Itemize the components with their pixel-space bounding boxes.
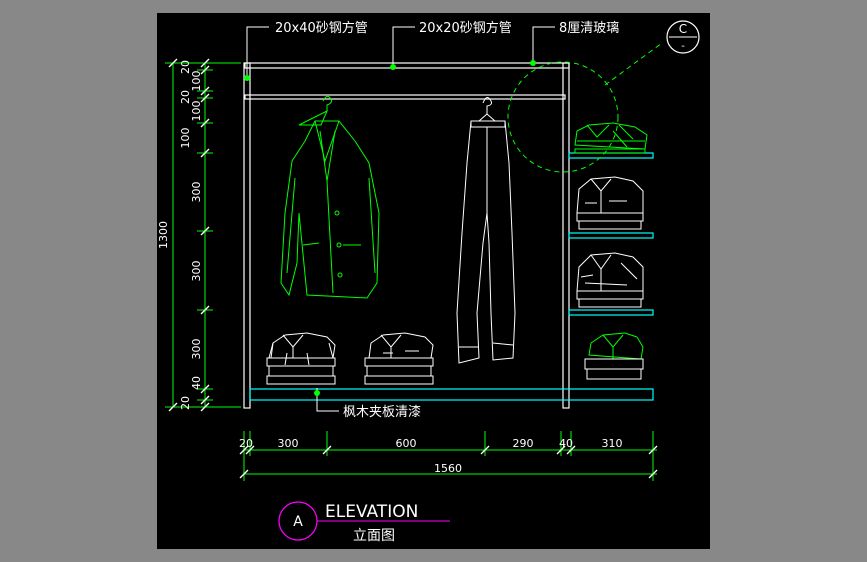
dim-v-7: 300	[190, 339, 203, 360]
dim-v-8: 40	[190, 376, 203, 390]
folded-stack-shelf-2	[576, 176, 644, 230]
dim-h-2: 600	[396, 437, 417, 450]
title-main: ELEVATION	[325, 502, 418, 522]
left-dimension-ticks	[168, 58, 210, 412]
dim-v-9: 20	[179, 396, 192, 410]
detail-callout-leader	[604, 42, 663, 86]
folded-stack-shelf-1	[574, 122, 648, 154]
bottom-dimension-labels: 20 300 600 290 40 310 1560	[239, 437, 623, 475]
dim-h-0: 20	[239, 437, 253, 450]
hanging-rod	[244, 94, 566, 100]
dim-h-3: 290	[513, 437, 534, 450]
folded-stack-shelf-4-base	[584, 358, 644, 380]
left-dimension-labels: 1300 20 100 20 100 100 300 300 300 40 20	[157, 60, 203, 410]
callout-leaders	[246, 26, 555, 412]
callout-nodes	[244, 60, 536, 396]
dim-v-4: 100	[179, 128, 192, 149]
detail-marker-sub: -	[681, 41, 685, 52]
dim-v-total: 1300	[157, 221, 170, 249]
title-sub: 立面图	[353, 528, 395, 544]
drawing-canvas: C - 20x40砂钢方管 20x20砂钢方管 8厘清玻璃 枫木夹板清漆	[157, 13, 710, 549]
callout-tube-40: 20x40砂钢方管	[275, 20, 368, 36]
title-marker-letter: A	[293, 514, 303, 530]
dim-v-2: 20	[179, 90, 192, 104]
bottom-dimension-ticks	[239, 445, 658, 479]
title-block: A ELEVATION 立面图	[278, 501, 450, 544]
shelf-2	[568, 232, 654, 239]
elevation-drawing: C - 20x40砂钢方管 20x20砂钢方管 8厘清玻璃 枫木夹板清漆	[157, 20, 700, 544]
folded-stack-shelf-3	[576, 252, 644, 308]
bottom-dimension-lines	[243, 431, 657, 481]
callout-board: 枫木夹板清漆	[343, 404, 421, 420]
jacket-hanger-hook	[322, 95, 332, 111]
dim-v-5: 300	[190, 182, 203, 203]
detail-callout-circle	[507, 61, 619, 173]
dim-h-total: 1560	[434, 462, 462, 475]
callout-tube-20: 20x20砂钢方管	[419, 20, 512, 36]
shelves	[249, 152, 654, 401]
dim-v-3: 100	[190, 101, 203, 122]
folded-stack-shelf-4	[588, 332, 644, 360]
folded-stack-floor-left	[266, 332, 336, 385]
shelf-1	[568, 152, 654, 159]
detail-marker: C -	[666, 20, 700, 54]
bottom-board	[249, 388, 654, 401]
trousers-hanger-hook	[482, 97, 492, 114]
left-dimension-lines	[165, 62, 241, 408]
dim-h-1: 300	[278, 437, 299, 450]
left-post	[243, 62, 251, 409]
dim-v-0: 20	[179, 60, 192, 74]
hanging-jacket	[280, 95, 380, 299]
folded-stack-floor-middle	[364, 332, 434, 385]
dim-h-4: 40	[559, 437, 573, 450]
hanging-trousers	[456, 97, 516, 364]
trousers-hanger	[477, 113, 497, 122]
dim-h-5: 310	[602, 437, 623, 450]
dim-v-1: 100	[190, 71, 203, 92]
right-post	[562, 62, 570, 409]
shelf-3	[568, 309, 654, 316]
top-rail	[244, 62, 570, 69]
detail-marker-letter: C	[679, 22, 687, 36]
dim-v-6: 300	[190, 261, 203, 282]
jacket-hanger	[298, 109, 328, 126]
callout-glass: 8厘清玻璃	[559, 21, 619, 36]
